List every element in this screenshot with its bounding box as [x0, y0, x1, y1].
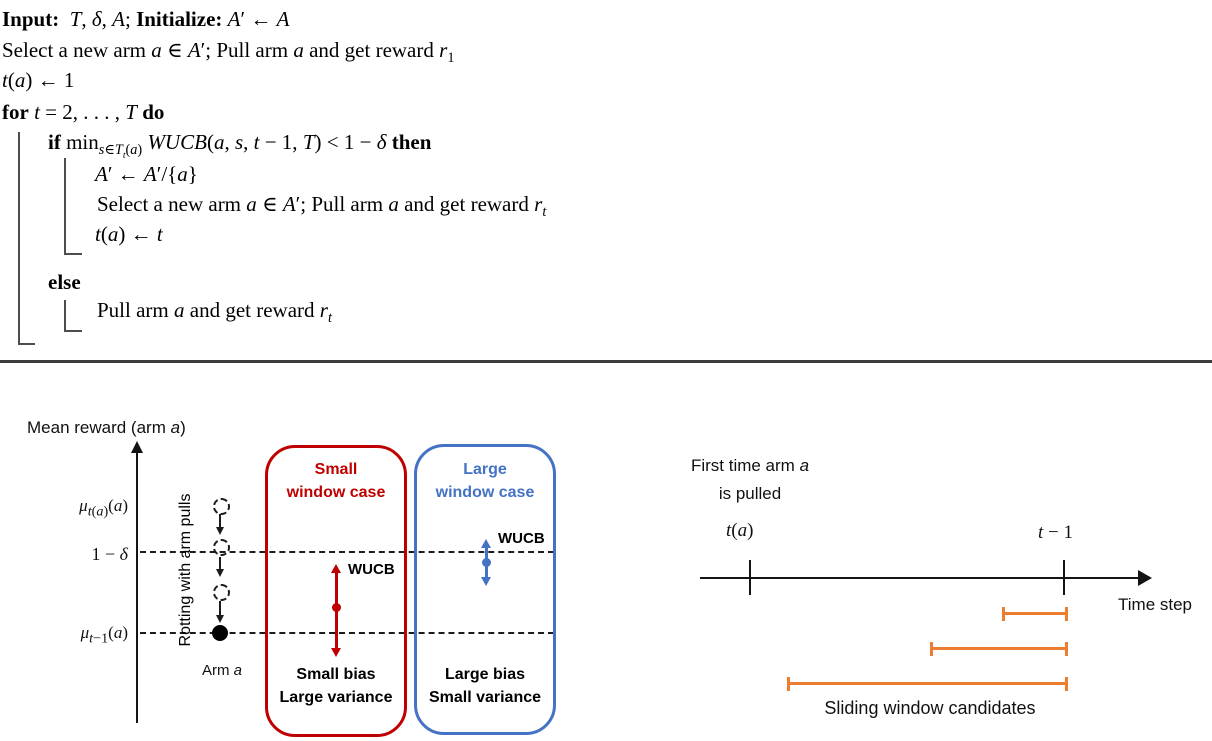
axis-title: Mean reward (arm a)	[27, 418, 186, 437]
large-window-case-box	[414, 444, 556, 735]
tick-label-t-minus-1: t − 1	[1038, 522, 1073, 543]
dashed-line-one-minus-delta	[140, 551, 554, 553]
algo-line-input: Input: T, δ, A; Initialize: A′ ← A	[2, 7, 290, 31]
dashed-circle-icon	[213, 498, 230, 515]
dashed-circle-icon	[213, 539, 230, 556]
label-mu-first-pull: μt(a)(a)	[79, 496, 128, 520]
separator-line	[0, 360, 1212, 363]
small-window-case-box	[265, 445, 407, 737]
fall-arrow-line	[219, 601, 221, 615]
fall-arrowhead-icon	[216, 569, 224, 577]
algo-line-pull-arm: Pull arm a and get reward rt	[97, 298, 332, 327]
fall-arrowhead-icon	[216, 527, 224, 535]
for-block-rule	[18, 132, 35, 345]
tick-label-t-of-a: t(a)	[726, 520, 754, 541]
algo-line-else: else	[48, 270, 81, 294]
if-block-rule	[64, 158, 82, 255]
else-block-rule	[64, 300, 82, 332]
algo-line-if: if mins∈Tt(a) WUCB(a, s, t − 1, T) < 1 −…	[48, 130, 432, 162]
arm-current-mean-dot	[212, 625, 228, 641]
rotting-with-arm-pulls-label: Rotting with arm pulls	[177, 493, 194, 647]
y-axis-line	[136, 452, 138, 723]
algo-line-init-t: t(a) ← 1	[2, 68, 75, 92]
error-bar-down-arrowhead-icon	[481, 577, 491, 586]
sliding-window-bar-long	[787, 677, 1068, 691]
arm-a-label: Arm a	[202, 662, 243, 679]
wucb-label-large-window: WUCB	[498, 530, 545, 547]
fall-arrow-line	[219, 557, 221, 569]
algo-line-remove-arm: A′ ← A′/{a}	[95, 162, 198, 186]
y-axis-arrowhead-icon	[131, 441, 143, 453]
estimate-dot-blue	[482, 558, 491, 567]
estimate-dot-red	[332, 603, 341, 612]
label-mu-t-minus-1: μt−1(a)	[80, 623, 128, 647]
fall-arrowhead-icon	[216, 615, 224, 623]
tick-t-of-a	[749, 560, 751, 595]
algo-line-select-new: Select a new arm a ∈ A′; Pull arm a and …	[97, 192, 547, 221]
algo-line-update-t: t(a) ← t	[95, 222, 163, 246]
sliding-window-bar-medium	[930, 642, 1068, 656]
algo-line-select-first: Select a new arm a ∈ A′; Pull arm a and …	[2, 38, 455, 67]
sliding-window-bar-short	[1002, 607, 1068, 621]
fall-arrow-line	[219, 514, 221, 527]
time-axis-line	[700, 577, 1140, 579]
algo-line-for: for t = 2, . . . , T do	[2, 100, 165, 124]
tick-t-minus-1	[1063, 560, 1065, 595]
dashed-line-mu-t-minus-1	[140, 632, 554, 634]
error-bar-down-arrowhead-icon	[331, 648, 341, 657]
error-bar-up-arrowhead-icon	[481, 539, 491, 548]
dashed-circle-icon	[213, 584, 230, 601]
time-step-label: Time step	[1118, 595, 1193, 614]
wucb-label-small-window: WUCB	[348, 561, 395, 578]
label-one-minus-delta: 1 − δ	[91, 544, 128, 564]
time-axis-arrowhead-icon	[1138, 570, 1152, 586]
error-bar-up-arrowhead-icon	[331, 564, 341, 573]
sliding-window-candidates-label: Sliding window candidates	[824, 698, 1036, 718]
